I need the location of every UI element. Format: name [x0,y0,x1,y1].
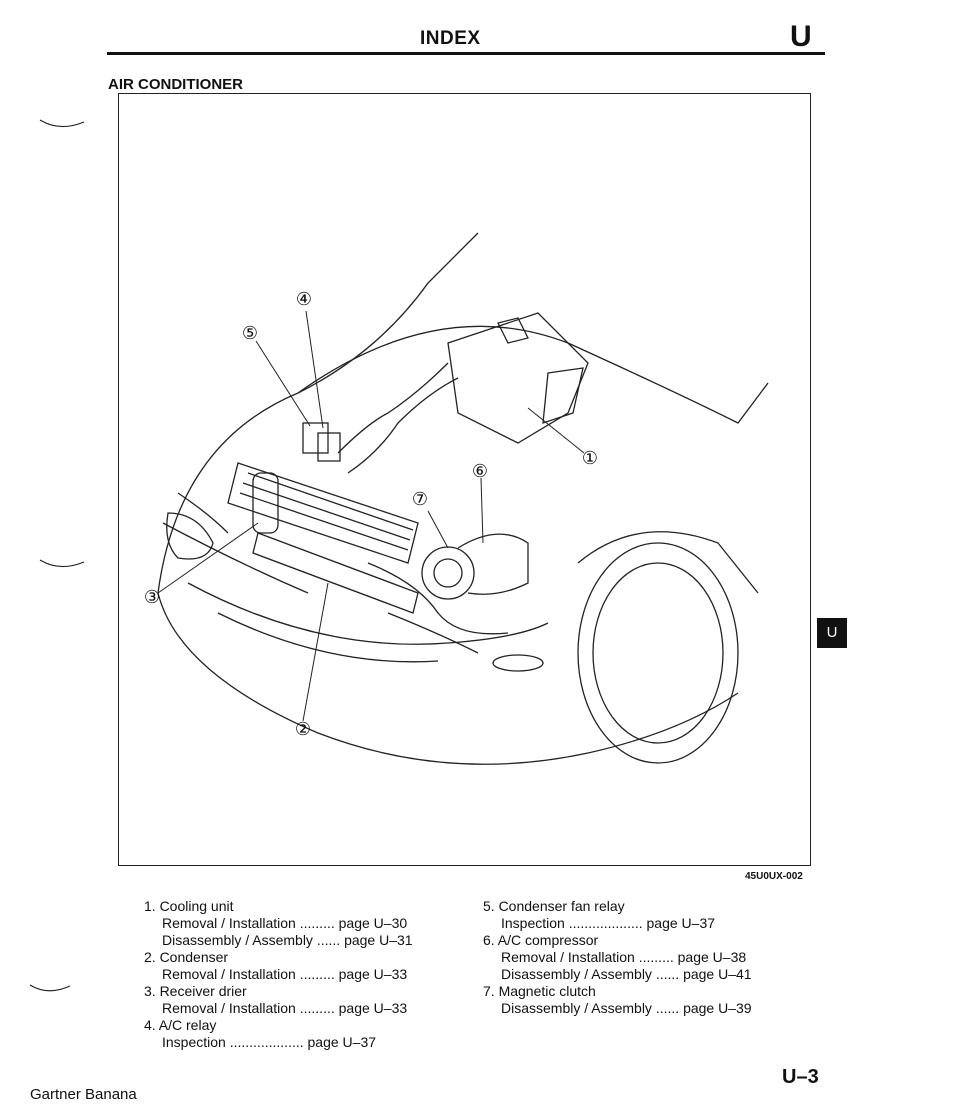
item-title: 2. Condenser [144,949,229,965]
entry-label: Removal / Installation [162,966,296,982]
entry-page: page U–31 [344,932,413,948]
callout-5: ⑤ [242,323,258,343]
entry-label: Disassembly / Assembly [162,932,313,948]
callout-4: ④ [296,289,312,309]
list-item: 6. A/C compressor Removal / Installation… [483,932,752,983]
entry-page: page U–41 [683,966,752,982]
entry-dots: ................... [568,915,643,931]
entry-dots: ......... [299,1000,335,1016]
item-title: 6. A/C compressor [483,932,599,948]
entry-dots: ...... [316,932,341,948]
binding-marks [29,119,85,992]
item-entry: Inspection ................... page U–37 [144,1034,413,1051]
section-letter: U [790,20,812,53]
figure-code: 45U0UX-002 [745,871,803,882]
item-title: 5. Condenser fan relay [483,898,625,914]
parts-list-left: 1. Cooling unit Removal / Installation .… [144,898,413,1051]
callout-6: ⑥ [472,461,488,481]
list-item: 3. Receiver drier Removal / Installation… [144,983,413,1017]
callout-3: ③ [144,587,160,607]
entry-page: page U–37 [646,915,716,931]
item-entry: Removal / Installation ......... page U–… [144,1000,413,1017]
list-item: 4. A/C relay Inspection ................… [144,1017,413,1051]
entry-dots: ......... [299,966,335,982]
callout-1: ① [582,448,598,468]
figure-frame [118,93,811,866]
callout-2: ② [295,719,311,739]
item-entry: Removal / Installation ......... page U–… [483,949,752,966]
entry-label: Removal / Installation [501,949,635,965]
entry-page: page U–37 [307,1034,377,1050]
entry-dots: ................... [229,1034,304,1050]
header-divider [107,52,825,55]
list-item: 2. Condenser Removal / Installation ....… [144,949,413,983]
parts-list-right: 5. Condenser fan relay Inspection ......… [483,898,752,1017]
entry-label: Disassembly / Assembly [501,1000,652,1016]
callout-7: ⑦ [412,489,428,509]
section-title: AIR CONDITIONER [108,76,243,93]
item-title: 7. Magnetic clutch [483,983,596,999]
entry-label: Removal / Installation [162,1000,296,1016]
entry-label: Inspection [501,915,565,931]
entry-page: page U–30 [338,915,408,931]
page-header-title: INDEX [420,28,481,49]
entry-dots: ......... [638,949,674,965]
item-entry: Removal / Installation ......... page U–… [144,915,413,932]
item-entry: Inspection ................... page U–37 [483,915,752,932]
entry-label: Removal / Installation [162,915,296,931]
entry-label: Disassembly / Assembly [501,966,652,982]
entry-dots: ...... [655,1000,680,1016]
entry-page: page U–38 [677,949,747,965]
footer-note: Gartner Banana [30,1086,137,1103]
item-entry: Disassembly / Assembly ...... page U–41 [483,966,752,983]
item-title: 3. Receiver drier [144,983,247,999]
item-entry: Disassembly / Assembly ...... page U–39 [483,1000,752,1017]
list-item: 5. Condenser fan relay Inspection ......… [483,898,752,932]
section-tab: U [817,618,847,648]
entry-dots: ......... [299,915,335,931]
entry-page: page U–33 [338,966,408,982]
page-number: U–3 [782,1066,819,1088]
ac-system-illustration: ① ② ③ ④ ⑤ ⑥ ⑦ [144,232,769,765]
item-entry: Removal / Installation ......... page U–… [144,966,413,983]
item-entry: Disassembly / Assembly ...... page U–31 [144,932,413,949]
entry-page: page U–39 [683,1000,752,1016]
list-item: 7. Magnetic clutch Disassembly / Assembl… [483,983,752,1017]
item-title: 4. A/C relay [144,1017,217,1033]
entry-dots: ...... [655,966,680,982]
list-item: 1. Cooling unit Removal / Installation .… [144,898,413,949]
entry-label: Inspection [162,1034,226,1050]
entry-page: page U–33 [338,1000,408,1016]
item-title: 1. Cooling unit [144,898,234,914]
